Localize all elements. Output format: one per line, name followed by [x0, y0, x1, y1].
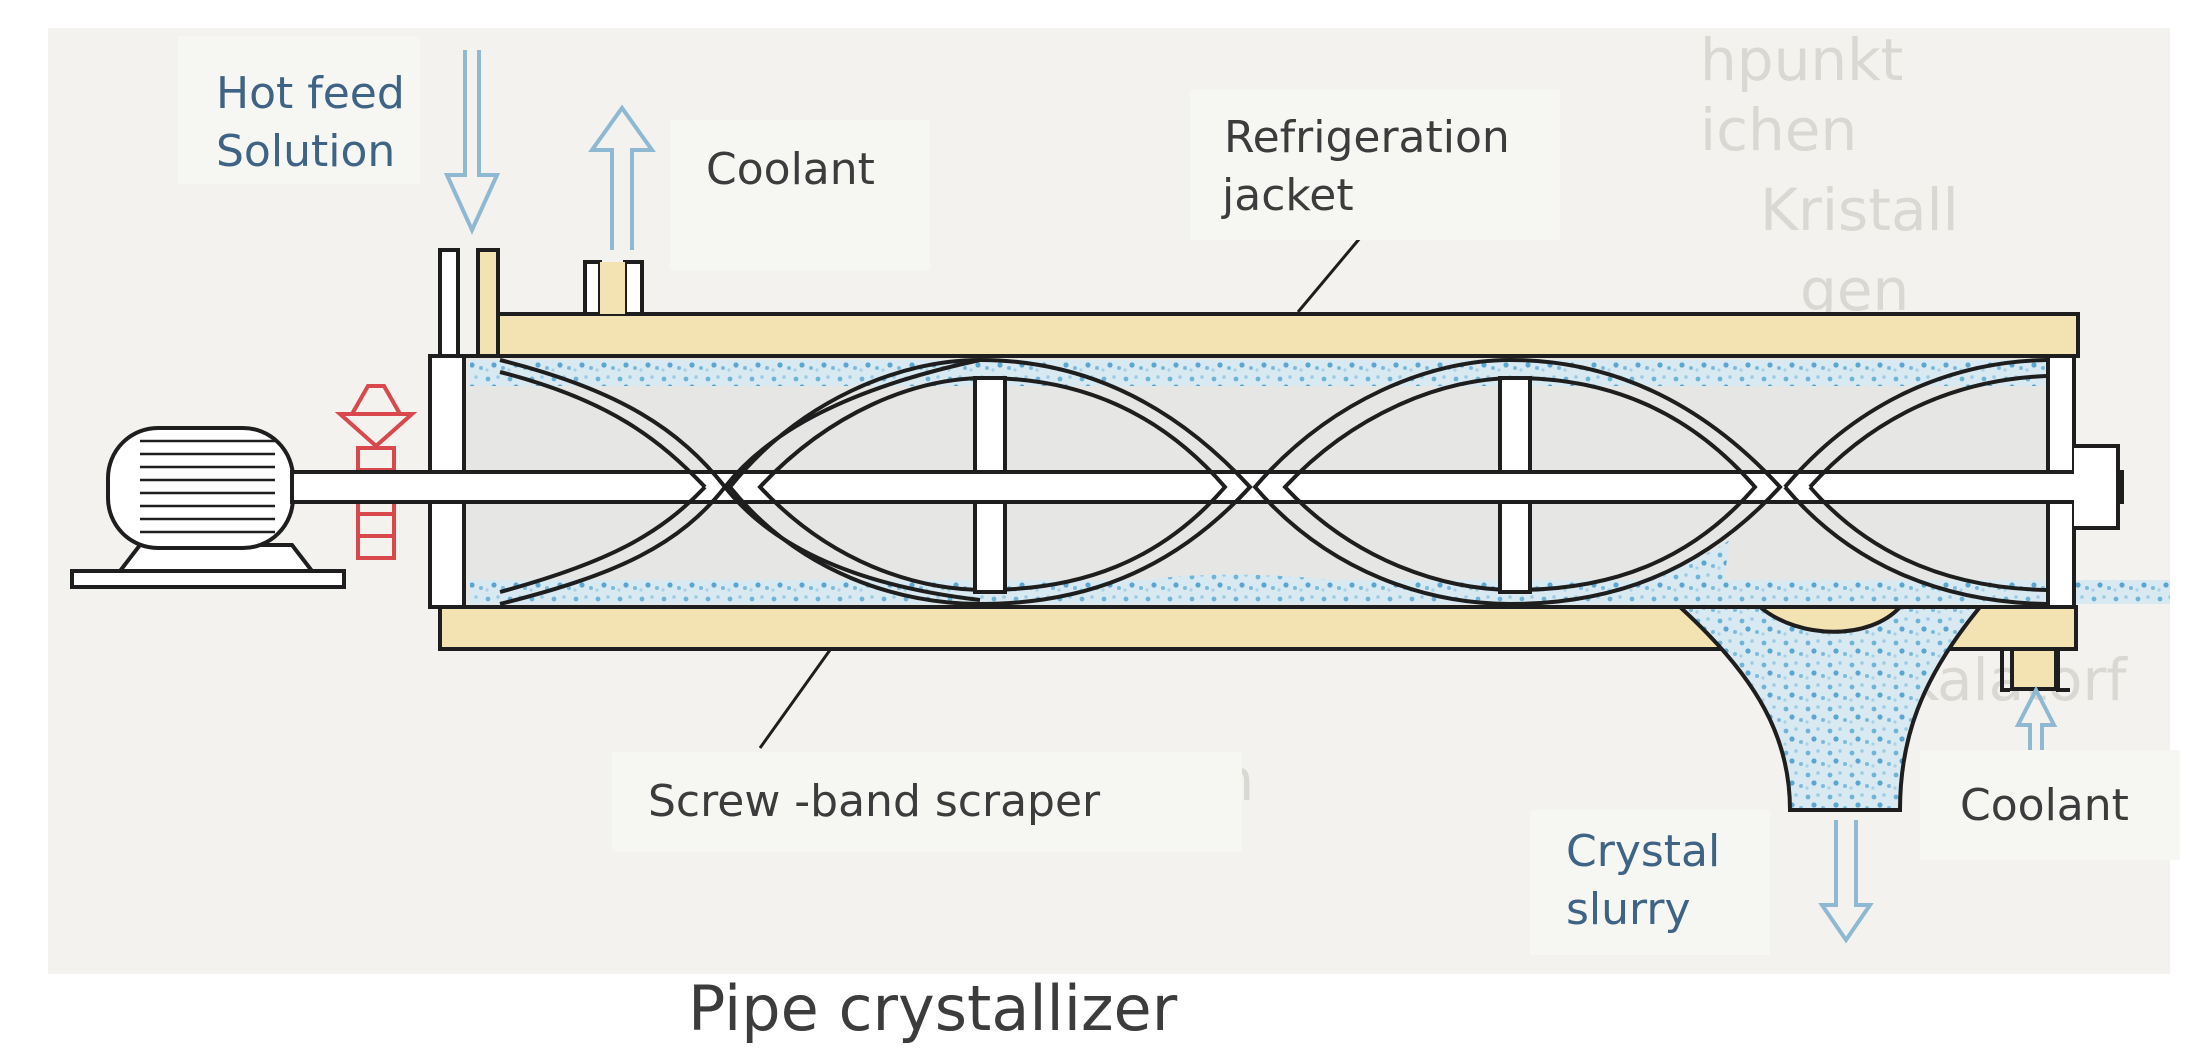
- label-crystal-line1: Crystal: [1566, 826, 1720, 877]
- label-hot-feed-line1: Hot feed: [216, 68, 405, 119]
- svg-text:Kristall: Kristall: [1760, 176, 1959, 244]
- label-refrigeration-line1: Refrigeration: [1224, 112, 1510, 163]
- hot-feed-arrow: [443, 50, 501, 235]
- label-boxes: [178, 36, 2180, 955]
- label-coolant-bottom: Coolant: [1960, 780, 2129, 831]
- coolant-out-arrow: [588, 104, 656, 250]
- label-hot-feed-line2: Solution: [216, 126, 395, 177]
- svg-text:hpunkt: hpunkt: [1700, 26, 1903, 94]
- flow-arrows: [443, 50, 2058, 944]
- label-scraper: Screw -band scraper: [648, 776, 1101, 827]
- leader-lines: [758, 237, 1362, 749]
- screw-band-scraper: [499, 357, 2047, 607]
- label-coolant-top: Coolant: [706, 144, 875, 195]
- discharge-funnel: [1674, 605, 1985, 812]
- label-refrigeration-line2: jacket: [1221, 170, 1354, 221]
- bottom-coolant-nozzle: [2000, 647, 2070, 692]
- refrigeration-jacket-top: [496, 312, 2080, 358]
- motor: [70, 426, 346, 589]
- crystal-layer-top: [470, 360, 2066, 386]
- crystal-bulk: [1100, 540, 1730, 605]
- coolant-in-arrow: [2014, 685, 2058, 755]
- scraper-supports: [973, 376, 1532, 594]
- label-crystal-line2: slurry: [1566, 884, 1690, 935]
- svg-text:ichen: ichen: [1700, 96, 1857, 164]
- slurry-out-arrow: [1818, 820, 1874, 944]
- top-nozzles: [438, 248, 644, 358]
- caption: Pipe crystallizer: [688, 972, 1178, 1045]
